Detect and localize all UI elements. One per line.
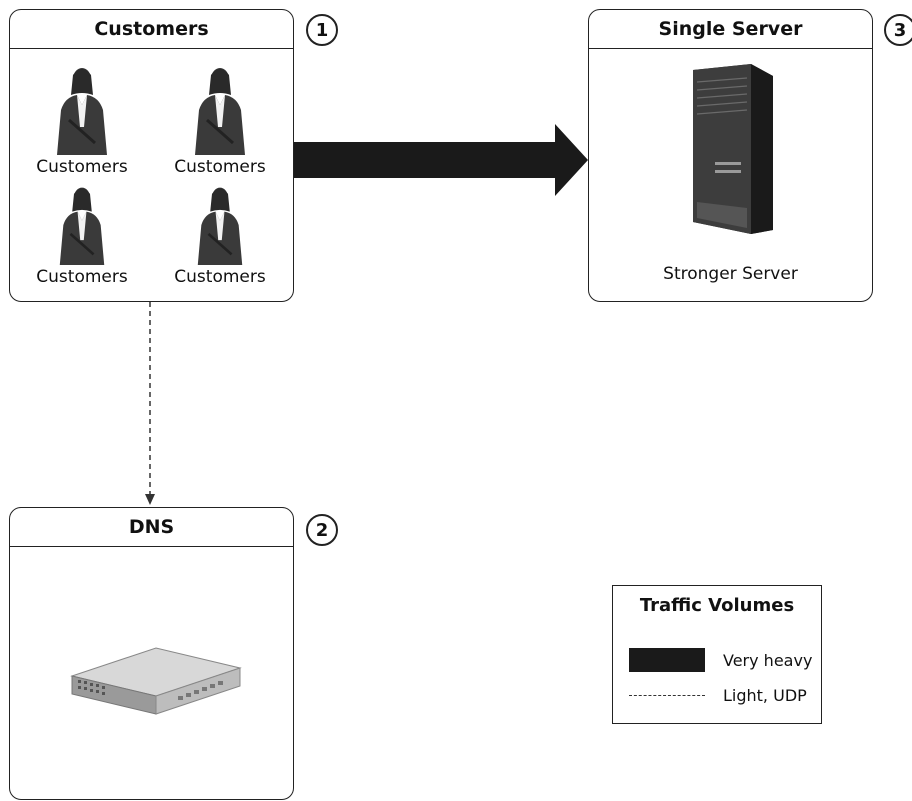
step-badge-3: 3 [884,14,912,46]
legend-light-label: Light, UDP [723,686,807,705]
light-traffic-arrowhead [145,494,155,505]
customer-person-4: Customers [160,185,280,287]
businesswoman-icon [57,68,107,155]
network-switch-icon [70,647,242,715]
customer-label-3: Customers [36,267,128,287]
legend-heavy-label: Very heavy [723,650,813,670]
businesswoman-icon [195,68,245,155]
step-badge-1: 1 [306,14,338,46]
customer-label-4: Customers [174,267,266,287]
businesswoman-icon [197,187,243,265]
step-badge-2: 2 [306,514,338,546]
light-swatch [629,695,705,696]
server-box-title: Single Server [589,10,872,49]
customer-person-3: Customers [22,185,142,287]
customer-person-1: Customers [22,65,142,177]
legend-heavy-row: Very heavy [629,648,812,672]
dns-box: DNS [9,507,294,800]
legend-light-row: Light, UDP [629,686,807,705]
customers-box-title: Customers [10,10,293,49]
heavy-swatch [629,648,705,672]
server-label: Stronger Server [663,264,798,284]
server-box: Single Server Stronger Server [588,9,873,302]
traffic-legend: Traffic Volumes Very heavy Light, UDP [612,585,822,724]
customer-label-1: Customers [36,157,128,177]
tower-server-icon [693,64,773,234]
heavy-traffic-arrow [294,124,588,196]
businesswoman-icon [59,187,105,265]
customer-person-2: Customers [160,65,280,177]
customers-box: Customers Customers Customers Custo [9,9,294,302]
dns-box-title: DNS [10,508,293,547]
legend-title: Traffic Volumes [639,595,795,616]
customer-label-2: Customers [174,157,266,177]
